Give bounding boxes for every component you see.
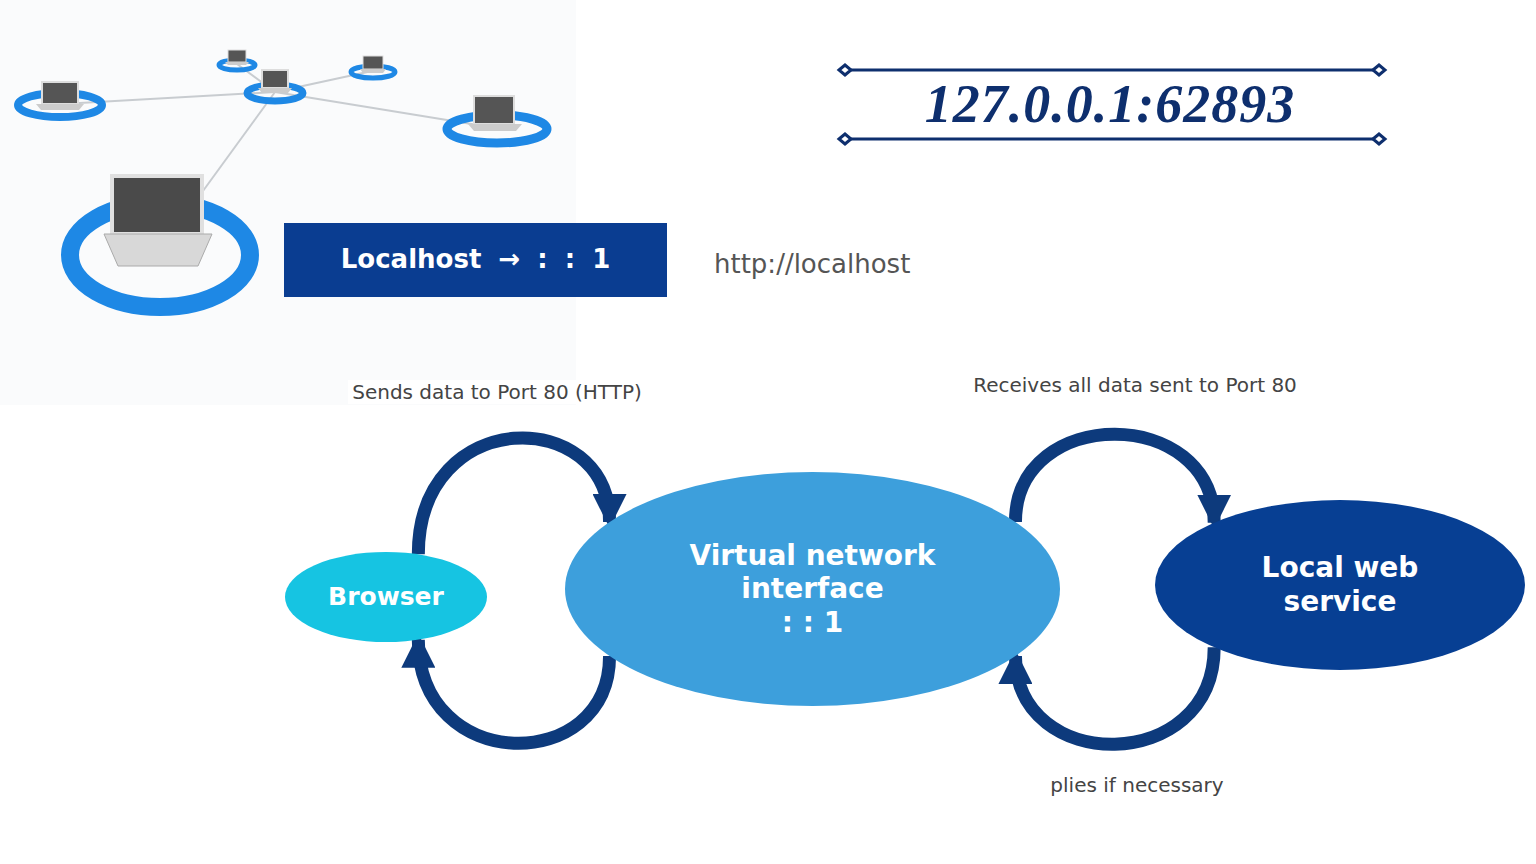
node-text: Localhost → : : 1 <box>341 244 610 275</box>
node-text: Browser <box>328 582 444 612</box>
curved-arrow <box>1015 647 1214 744</box>
edge-label: plies if necessary <box>1046 773 1227 797</box>
illustration-ground <box>0 0 576 405</box>
service-ellipse: Local web service <box>1155 500 1525 670</box>
edge-label: Sends data to Port 80 (HTTP) <box>348 380 646 404</box>
node-text: Virtual network interface <box>664 539 961 606</box>
title-rules <box>0 0 1536 160</box>
node-text: : : 1 <box>782 606 843 640</box>
edge-label: Receives all data sent to Port 80 <box>969 373 1301 397</box>
url-label: http://localhost <box>714 249 910 279</box>
curved-arrow <box>1015 434 1214 522</box>
interface-ellipse: Virtual network interface: : 1 <box>565 472 1060 706</box>
localhost-box: Localhost → : : 1 <box>284 223 667 297</box>
title-text: 127.0.0.1:62893 <box>925 73 1295 135</box>
network-illustration <box>0 0 580 410</box>
curved-arrow <box>418 640 609 744</box>
node-text: Local web service <box>1226 551 1455 618</box>
network-lines <box>62 64 496 250</box>
curved-arrow <box>418 438 609 554</box>
browser-ellipse: Browser <box>285 552 487 642</box>
